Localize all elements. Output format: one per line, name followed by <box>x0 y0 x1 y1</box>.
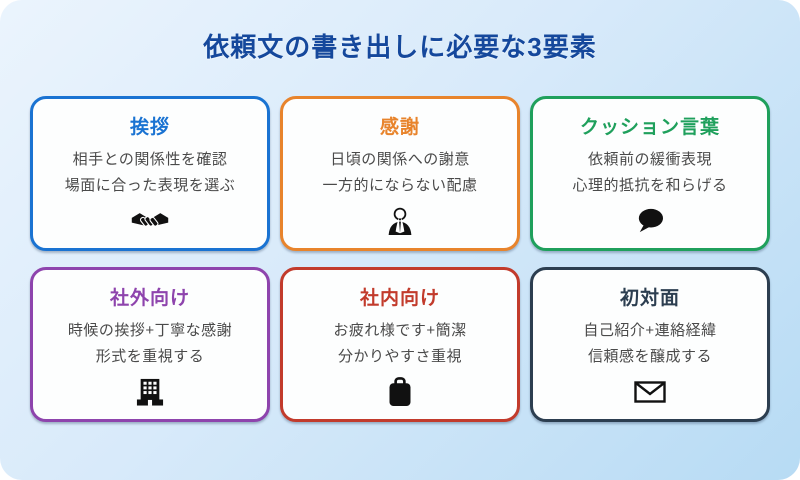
card-title: 挨拶 <box>129 117 170 138</box>
card-external: 社外向け 時候の挨拶+丁寧な感謝 形式を重視する <box>30 267 270 422</box>
card-title: 感謝 <box>379 117 420 138</box>
speech-bubble-icon <box>635 206 665 236</box>
page-title: 依頼文の書き出しに必要な3要素 <box>203 32 597 62</box>
card-title: クッション言葉 <box>579 117 720 138</box>
card-gratitude: 感謝 日頃の関係への謝意 一方的にならない配慮 <box>280 96 520 251</box>
bowing-person-icon <box>386 206 414 236</box>
card-title: 社外向け <box>109 288 190 309</box>
card-line: 一方的にならない配慮 <box>322 177 478 195</box>
card-grid: 挨拶 相手との関係性を確認 場面に合った表現を選ぶ <box>30 96 770 422</box>
card-title: 初対面 <box>619 288 680 309</box>
envelope-icon <box>634 377 666 407</box>
card-first-contact: 初対面 自己紹介+連絡経緯 信頼感を醸成する <box>530 267 770 422</box>
card-line: 信頼感を醸成する <box>587 348 712 366</box>
office-building-icon <box>135 377 165 407</box>
card-internal: 社内向け お疲れ様です+簡潔 分かりやすさ重視 <box>280 267 520 422</box>
card-line: 依頼前の緩衝表現 <box>587 151 712 168</box>
card-line: 相手との関係性を確認 <box>72 151 228 168</box>
card-title: 社内向け <box>359 288 440 309</box>
card-line: 場面に合った表現を選ぶ <box>64 177 236 195</box>
card-line: 時候の挨拶+丁寧な感謝 <box>67 322 233 339</box>
handshake-icon <box>131 206 169 236</box>
card-line: 心理的抵抗を和らげる <box>572 177 728 195</box>
card-line: 分かりやすさ重視 <box>337 348 462 366</box>
card-greeting: 挨拶 相手との関係性を確認 場面に合った表現を選ぶ <box>30 96 270 251</box>
card-cushion-words: クッション言葉 依頼前の緩衝表現 心理的抵抗を和らげる <box>530 96 770 251</box>
card-line: 日頃の関係への謝意 <box>330 151 470 168</box>
briefcase-icon <box>386 376 414 407</box>
card-line: 自己紹介+連絡経緯 <box>583 322 717 339</box>
card-line: お疲れ様です+簡潔 <box>333 322 467 339</box>
card-line: 形式を重視する <box>95 348 205 366</box>
